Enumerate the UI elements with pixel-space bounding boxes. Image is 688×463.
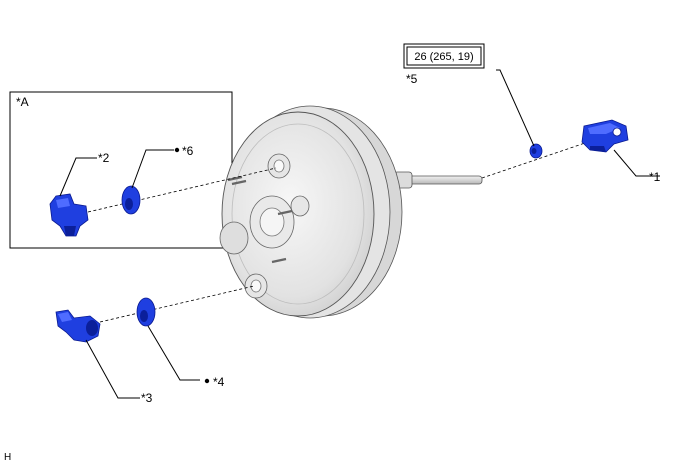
callout-5-label: *5 xyxy=(406,72,418,86)
dot-4-icon xyxy=(204,378,210,384)
grommet-part-4 xyxy=(136,297,156,327)
sensor-part-2 xyxy=(49,193,89,237)
dot-6-icon xyxy=(174,147,180,153)
callout-1-label: *1 xyxy=(649,170,661,184)
sensor-part-3 xyxy=(55,309,101,343)
callout-a-label: *A xyxy=(16,95,29,109)
callout-6-label: *6 xyxy=(182,144,194,158)
grommet-part-6 xyxy=(121,185,141,215)
lock-nut xyxy=(529,143,543,159)
brake-booster xyxy=(219,105,403,319)
torque-spec-box: 26 (265, 19) xyxy=(403,43,485,69)
inset-box-a: *A xyxy=(9,91,233,249)
callout-3-label: *3 xyxy=(141,391,153,405)
leader-lines xyxy=(59,69,660,399)
clevis-part xyxy=(581,119,629,153)
assembly-lines xyxy=(87,141,589,323)
push-rod xyxy=(393,171,483,189)
torque-value: 26 (265, 19) xyxy=(414,51,473,63)
callout-4-label: *4 xyxy=(213,375,225,389)
corner-mark: H xyxy=(4,452,11,463)
callout-2-label: *2 xyxy=(98,151,110,165)
callout-labels: *2 *6 *1 *5 *3 *4 H xyxy=(4,72,661,463)
